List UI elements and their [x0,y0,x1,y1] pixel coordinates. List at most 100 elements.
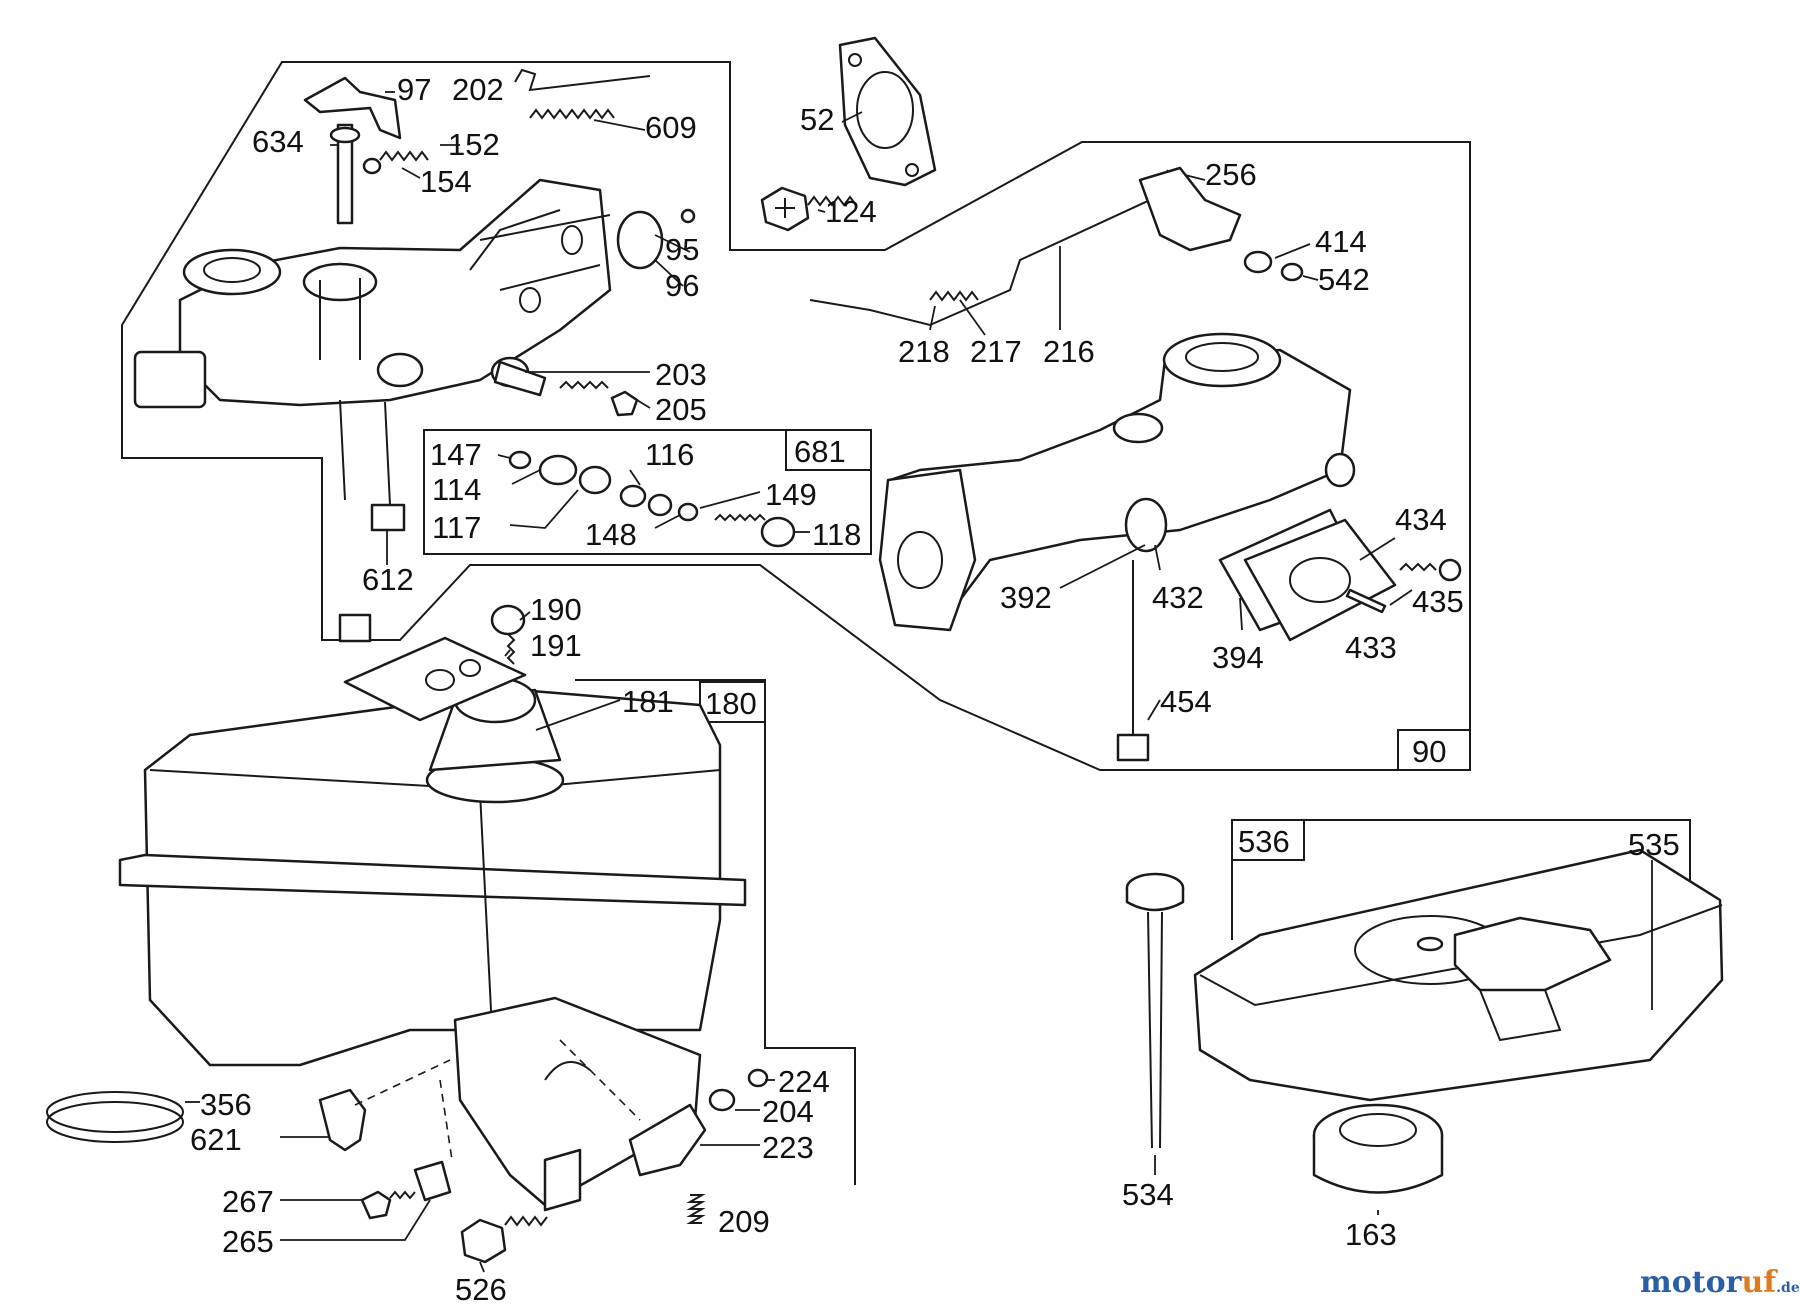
watermark-suffix: .de [1776,1280,1800,1296]
callout-154: 154 [420,164,472,199]
seat-147 [508,450,532,470]
gasket-52 [838,36,937,187]
callout-202: 202 [452,72,504,107]
callout-542: 542 [1318,262,1370,297]
spring-209 [686,1194,706,1224]
boxed-label-681-frame [785,429,872,471]
callout-526: 526 [455,1272,507,1307]
washer-116 [619,484,647,508]
choke-lever [303,76,402,140]
callout-392: 392 [1000,580,1052,615]
callout-96: 96 [665,268,699,303]
clip-621 [318,1088,367,1152]
screw-190-thread [506,633,516,665]
pump-cover-434 [1243,518,1397,642]
screw-205-thread [559,380,609,390]
screw-267-thread [389,1190,416,1200]
screw-267-head [360,1190,392,1220]
idle-screw-head [362,157,382,175]
carburetor-right [878,332,1356,632]
callout-534: 534 [1122,1177,1174,1212]
callout-535: 535 [1628,827,1680,862]
callout-267: 267 [222,1184,274,1219]
clip-265 [413,1160,452,1202]
callout-117: 117 [432,510,481,545]
callout-116: 116 [645,437,694,472]
screw-435-thread [1399,562,1437,572]
pin-433 [1345,588,1387,614]
callout-147: 147 [430,437,482,472]
callout-181: 181 [622,684,674,719]
choke-washer [329,126,361,144]
boxed-label-180-frame [699,681,766,723]
callout-634: 634 [252,124,304,159]
tank-bracket [453,996,702,1207]
assembly-outline-carburetor-left [121,61,1471,771]
callout-218: 218 [898,334,950,369]
needle-118-knob [760,516,796,548]
carburetor-left [133,178,612,532]
clip-621-dashed-path [354,1059,453,1161]
callout-114: 114 [432,472,481,507]
gasket-191 [343,636,527,722]
ring-542 [1280,262,1304,282]
callout-434: 434 [1395,502,1447,537]
throttle-screw [680,208,696,224]
screw-124-thread [807,195,857,207]
filter-element-535 [1453,916,1612,992]
callout-414: 414 [1315,224,1367,259]
callout-223: 223 [762,1130,814,1165]
washer-204 [708,1088,736,1112]
screw-205-head [610,390,639,417]
callout-203: 203 [655,357,707,392]
callout-118: 118 [812,517,861,552]
throttle-link [514,68,651,92]
washer-148a [647,493,673,517]
callout-52: 52 [800,102,834,137]
callout-394: 394 [1212,640,1264,675]
washer-148b [677,502,699,522]
callout-217: 217 [970,334,1022,369]
callout-95: 95 [665,232,699,267]
boxed-label-536: 536 [1238,824,1290,859]
callout-454: 454 [1160,684,1212,719]
boxed-label-536-frame [1231,819,1305,861]
callout-612: 612 [362,562,414,597]
watermark-part2: uf [1741,1265,1778,1300]
nozzle-454-head [1116,733,1150,762]
lever-223 [628,1103,707,1177]
watermark-logo: motoruf.de [1640,1265,1800,1300]
air-cleaner [1193,848,1724,1102]
assembly-outline-tank [575,679,856,1185]
washer-414 [1243,250,1273,274]
callout-265: 265 [222,1224,274,1259]
boxed-label-681: 681 [794,434,846,469]
callout-433: 433 [1345,630,1397,665]
callout-432: 432 [1152,580,1204,615]
callout-609: 609 [645,110,697,145]
washer-114 [538,454,578,486]
boxed-label-90: 90 [1412,734,1446,769]
screw-190-head [490,604,526,636]
callout-163: 163 [1345,1217,1397,1252]
callout-356: 356 [200,1087,252,1122]
callout-435: 435 [1412,584,1464,619]
governor-spring [529,108,615,120]
callout-209: 209 [718,1204,770,1239]
throttle-disc [616,210,664,270]
nozzle-612-head [338,613,372,643]
callout-204: 204 [762,1094,814,1129]
callout-256: 256 [1205,157,1257,192]
callout-124: 124 [825,194,877,229]
box-681-outline [423,429,872,555]
choke-shaft [336,123,354,225]
callout-149: 149 [765,477,817,512]
needle-118-thread [714,513,766,522]
boxed-label-180: 180 [705,686,757,721]
screw-526-thread [504,1215,548,1227]
screw-526-head [460,1218,507,1264]
callout-190: 190 [530,592,582,627]
callout-224: 224 [778,1064,830,1099]
callout-621: 621 [190,1122,242,1157]
callout-152: 152 [448,127,500,162]
